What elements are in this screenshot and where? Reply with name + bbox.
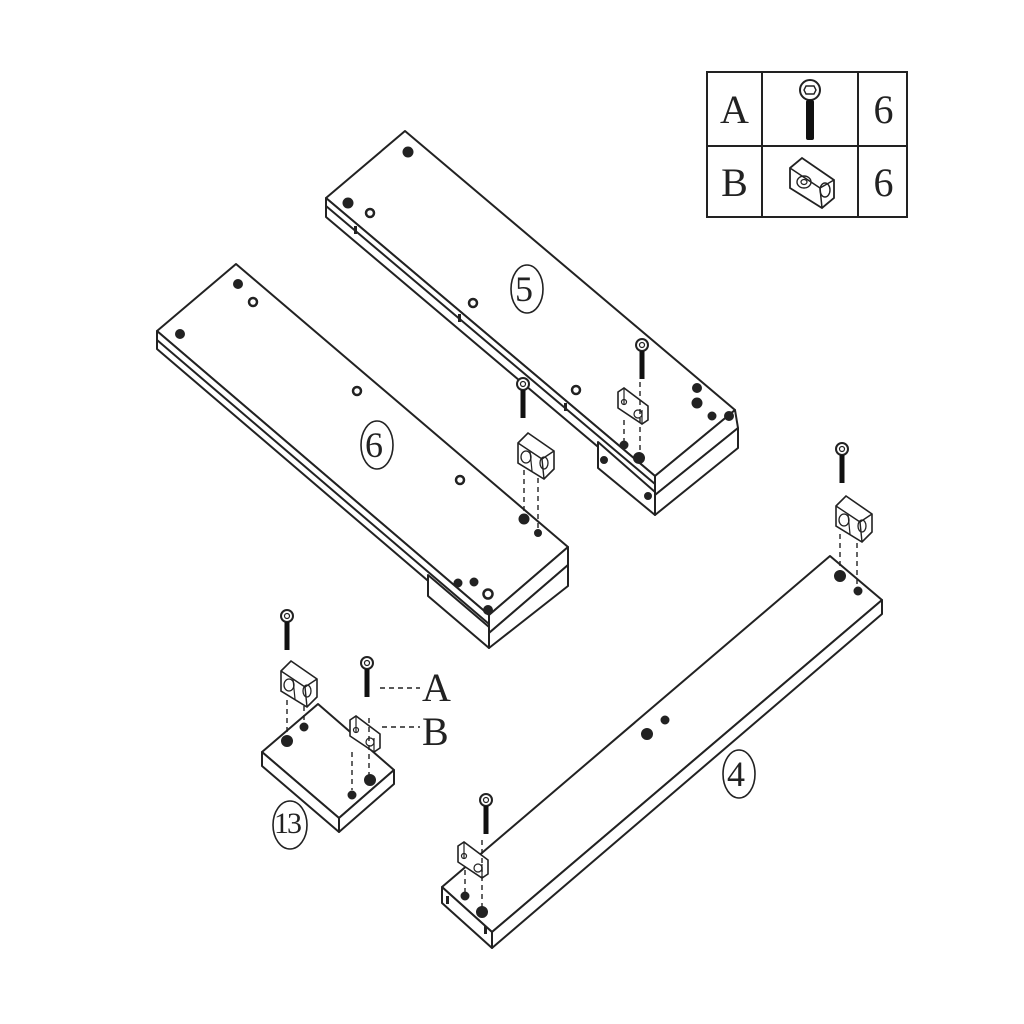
part-label-6 [360, 420, 394, 470]
part-number-13: 13 [274, 807, 302, 840]
corner-bracket-icon [763, 146, 859, 218]
hardware-panel-13 [280, 609, 420, 790]
panel-13 [261, 703, 395, 833]
legend-letter: A [708, 73, 763, 145]
legend-quantity: 6 [873, 86, 894, 132]
bolt-icon [763, 73, 859, 145]
bolt-icon [479, 793, 493, 835]
panel-5 [325, 130, 739, 516]
legend-letter: B [708, 146, 763, 218]
corner-bracket-icon [835, 495, 873, 543]
part-number-4: 4 [727, 754, 745, 794]
legend-row-b: B 6 [708, 146, 906, 218]
callout-a: A [422, 665, 451, 710]
part-number-5: 5 [515, 269, 533, 309]
hardware-legend-table: A 6 B 6 [706, 71, 908, 218]
bolt-icon [516, 377, 530, 419]
part-label-4 [722, 749, 756, 799]
legend-quantity: 6 [873, 159, 894, 205]
part-label-5 [510, 264, 544, 314]
part-number-6: 6 [365, 425, 383, 465]
panel-6 [156, 263, 569, 649]
bolt-icon [360, 656, 374, 698]
legend-row-a: A 6 [708, 73, 906, 147]
panel-4 [441, 555, 883, 949]
hardware-panel-4 [457, 442, 873, 907]
hardware-panel-5 [617, 338, 649, 455]
part-label-13 [272, 800, 308, 850]
hardware-panel-6 [516, 377, 555, 530]
callout-b: B [422, 709, 449, 754]
bolt-icon [280, 609, 294, 651]
bolt-icon [835, 442, 849, 484]
